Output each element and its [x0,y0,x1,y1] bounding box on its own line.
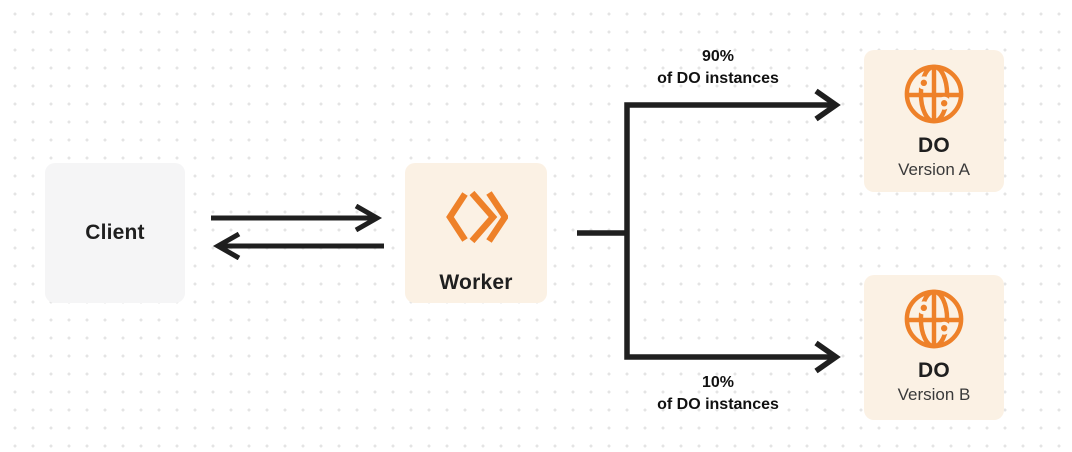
branch-label-90: 90% of DO instances [598,46,838,90]
do-b-version: Version B [897,385,971,404]
branch-percent: 10% [701,374,735,391]
do-version-b-node: DO Version B [864,275,1004,420]
durable-objects-globe-icon [903,63,965,125]
worker-node: Worker [405,163,547,303]
branch-sublabel: of DO instances [657,396,779,413]
fork-arrow-icon [577,88,841,374]
bidirectional-arrow-icon [211,204,384,260]
do-version-a-node: DO Version A [864,50,1004,192]
client-worker-arrows [205,204,390,260]
branch-label-10: 10% of DO instances [598,372,838,416]
workers-icon [444,189,508,245]
do-a-version: Version A [898,160,970,179]
fork-arrows [570,85,865,380]
durable-objects-globe-icon [903,288,965,350]
client-node: Client [45,163,185,303]
worker-label: Worker [439,271,513,294]
client-label: Client [85,221,145,244]
branch-sublabel: of DO instances [657,70,779,87]
do-b-title: DO [918,359,950,382]
do-a-title: DO [918,134,950,157]
branch-percent: 90% [701,48,735,65]
